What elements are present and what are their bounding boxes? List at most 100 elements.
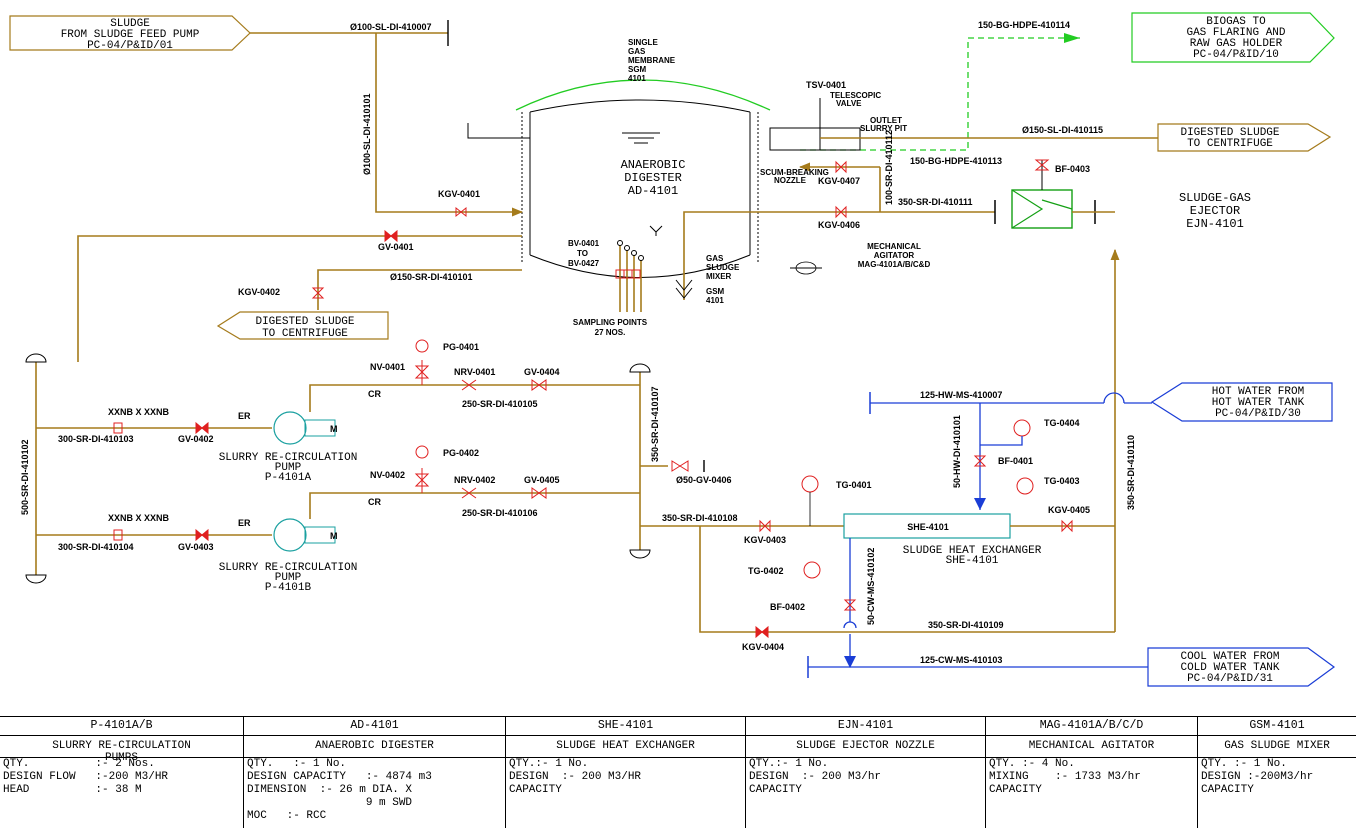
svg-text:SAMPLING POINTS: SAMPLING POINTS <box>573 318 648 327</box>
heat-exchanger-loop: 350-SR-DI-410108 KGV-0403 TG-0401 SHE-41… <box>640 248 1136 652</box>
discharge-header: 350-SR-DI-410107 Ø50-GV-0406 <box>629 363 732 559</box>
sludge-feed-line: Ø100-SL-DI-410007 Ø100-SL-DI-410101 KGV-… <box>250 20 524 218</box>
svg-text:ANAEROBIC: ANAEROBIC <box>621 158 686 172</box>
svg-text:KGV-0406: KGV-0406 <box>818 220 860 230</box>
svg-text:SGM: SGM <box>628 65 647 74</box>
svg-text:AGITATOR: AGITATOR <box>874 251 915 260</box>
anaerobic-digester: ANAEROBIC DIGESTER AD-4101 SINGLE GAS ME… <box>467 38 771 278</box>
svg-text:PUMP: PUMP <box>275 572 302 584</box>
table-tag: SHE-4101 <box>506 717 745 736</box>
svg-text:Ø50-GV-0406: Ø50-GV-0406 <box>676 475 732 485</box>
pump-a-line: XXNB X XXNB 300-SR-DI-410103 GV-0402 ER … <box>36 339 640 484</box>
svg-text:SLURRY PIT: SLURRY PIT <box>860 124 907 133</box>
svg-text:TO CENTRIFUGE: TO CENTRIFUGE <box>262 328 348 340</box>
svg-text:BV-0427: BV-0427 <box>568 259 600 268</box>
scum-nozzle-line: KGV-0407 SCUM-BREAKING NOZZLE 100-SR-DI-… <box>760 130 894 212</box>
svg-text:COLD WATER TANK: COLD WATER TANK <box>1180 662 1279 674</box>
table-row: DIMENSION :- 26 m DIA. X <box>247 784 413 796</box>
suction-header: 500-SR-DI-410102 <box>20 353 47 584</box>
svg-text:125-HW-MS-410007: 125-HW-MS-410007 <box>920 390 1002 400</box>
svg-text:50-CW-MS-410102: 50-CW-MS-410102 <box>866 548 876 625</box>
table-row: QTY. :- 2 Nos. <box>3 758 155 770</box>
svg-text:KGV-0403: KGV-0403 <box>744 535 786 545</box>
svg-text:HOT WATER TANK: HOT WATER TANK <box>1212 397 1305 409</box>
table-name: GAS SLUDGE MIXER <box>1198 736 1356 758</box>
svg-text:FROM SLUDGE FEED PUMP: FROM SLUDGE FEED PUMP <box>61 29 200 41</box>
connector-sludge-from-pump: SLUDGE FROM SLUDGE FEED PUMP PC-04/P&ID/… <box>9 15 251 52</box>
table-row: MOC :- RCC <box>247 810 327 822</box>
svg-text:NRV-0401: NRV-0401 <box>454 367 495 377</box>
svg-text:BIOGAS TO: BIOGAS TO <box>1206 16 1266 28</box>
table-tag: MAG-4101A/B/C/D <box>986 717 1197 736</box>
svg-text:MAG-4101A/B/C&D: MAG-4101A/B/C&D <box>858 260 931 269</box>
connector-cool-water: COOL WATER FROM COLD WATER TANK PC-04/P&… <box>1147 647 1336 687</box>
svg-text:PG-0401: PG-0401 <box>443 342 479 352</box>
svg-text:350-SR-DI-410109: 350-SR-DI-410109 <box>928 620 1004 630</box>
svg-text:SLURRY RE-CIRCULATION: SLURRY RE-CIRCULATION <box>219 452 358 464</box>
svg-text:SLUDGE: SLUDGE <box>706 263 740 272</box>
svg-text:50-HW-DI-410101: 50-HW-DI-410101 <box>952 415 962 488</box>
svg-text:MEMBRANE: MEMBRANE <box>628 56 676 65</box>
svg-text:TG-0402: TG-0402 <box>748 566 784 576</box>
svg-text:350-SR-DI-410110: 350-SR-DI-410110 <box>1126 435 1136 510</box>
table-name: MECHANICAL AGITATOR <box>986 736 1197 758</box>
svg-text:150-BG-HDPE-410113: 150-BG-HDPE-410113 <box>910 156 1002 166</box>
svg-text:NRV-0402: NRV-0402 <box>454 475 495 485</box>
svg-text:SHE-4101: SHE-4101 <box>946 555 999 567</box>
table-row: DESIGN :- 200 M3/hr <box>749 771 882 783</box>
table-row: QTY. :- 1 No. <box>1201 758 1287 770</box>
svg-text:350-SR-DI-410111: 350-SR-DI-410111 <box>898 197 973 207</box>
equipment-schedule-table: P-4101A/B SLURRY RE-CIRCULATION PUMPS QT… <box>0 716 1356 828</box>
svg-text:BV-0401: BV-0401 <box>568 239 600 248</box>
table-row: CAPACITY <box>989 784 1042 796</box>
svg-text:SHE-4101: SHE-4101 <box>907 522 949 532</box>
svg-text:KGV-0402: KGV-0402 <box>238 287 280 297</box>
svg-text:TG-0401: TG-0401 <box>836 480 872 490</box>
svg-text:BF-0401: BF-0401 <box>998 456 1033 466</box>
svg-text:KGV-0407: KGV-0407 <box>818 176 860 186</box>
table-tag: AD-4101 <box>244 717 505 736</box>
svg-text:250-SR-DI-410105: 250-SR-DI-410105 <box>462 399 538 409</box>
sludge-gas-ejector: KGV-0406 350-SR-DI-410111 BF-0403 SLUDGE… <box>720 159 1251 231</box>
svg-text:CR: CR <box>368 389 381 399</box>
svg-text:Ø150-SL-DI-410115: Ø150-SL-DI-410115 <box>1022 125 1103 135</box>
svg-text:M: M <box>330 531 338 541</box>
table-name: SLUDGE EJECTOR NOZZLE <box>746 736 985 758</box>
svg-text:PC-04/P&ID/01: PC-04/P&ID/01 <box>87 40 173 52</box>
pid-drawing: SLUDGE FROM SLUDGE FEED PUMP PC-04/P&ID/… <box>9 12 1336 687</box>
svg-text:TSV-0401: TSV-0401 <box>806 80 846 90</box>
table-name: ANAEROBIC DIGESTER <box>244 736 505 758</box>
table-col-heat-exchanger: SHE-4101 SLUDGE HEAT EXCHANGER QTY.:- 1 … <box>506 717 746 828</box>
table-col-mixer: GSM-4101 GAS SLUDGE MIXER QTY. :- 1 No. … <box>1198 717 1356 828</box>
svg-text:BF-0402: BF-0402 <box>770 602 805 612</box>
table-row: DESIGN :-200M3/hr <box>1201 771 1314 783</box>
svg-text:100-SR-DI-410112: 100-SR-DI-410112 <box>884 130 894 205</box>
svg-text:GAS: GAS <box>706 254 724 263</box>
svg-text:Ø100-SL-DI-410101: Ø100-SL-DI-410101 <box>362 93 372 175</box>
svg-text:HOT WATER FROM: HOT WATER FROM <box>1212 386 1304 398</box>
svg-text:PG-0402: PG-0402 <box>443 448 479 458</box>
table-col-ejector: EJN-4101 SLUDGE EJECTOR NOZZLE QTY.:- 1 … <box>746 717 986 828</box>
table-name: SLURRY RE-CIRCULATION PUMPS <box>0 736 243 764</box>
svg-text:GAS FLARING AND: GAS FLARING AND <box>1186 27 1285 39</box>
table-row: QTY.:- 1 No. <box>749 758 829 770</box>
svg-text:P-4101A: P-4101A <box>265 472 312 484</box>
sampling-points: BV-0401 TO BV-0427 SAMPLING POINTS 27 NO… <box>568 239 648 337</box>
svg-text:PC-04/P&ID/31: PC-04/P&ID/31 <box>1187 673 1273 685</box>
svg-text:TG-0404: TG-0404 <box>1044 418 1080 428</box>
svg-text:GV-0403: GV-0403 <box>178 542 214 552</box>
svg-text:NV-0401: NV-0401 <box>370 362 405 372</box>
svg-text:ER: ER <box>238 411 251 421</box>
svg-text:350-SR-DI-410107: 350-SR-DI-410107 <box>650 386 660 462</box>
svg-text:XXNB X XXNB: XXNB X XXNB <box>108 513 170 523</box>
svg-text:OUTLET: OUTLET <box>870 116 902 125</box>
svg-text:COOL WATER FROM: COOL WATER FROM <box>1180 651 1279 663</box>
table-tag: EJN-4101 <box>746 717 985 736</box>
gas-sludge-mixer: GAS SLUDGE MIXER GSM 4101 <box>675 211 740 305</box>
hot-water-line: 125-HW-MS-410007 BF-0401 TG-0404 50-HW-D… <box>869 390 1152 510</box>
svg-text:ER: ER <box>238 518 251 528</box>
table-row: CAPACITY <box>749 784 802 796</box>
table-row: DESIGN CAPACITY :- 4874 m3 <box>247 771 432 783</box>
biogas-line: 150-BG-HDPE-410114 150-BG-HDPE-410113 <box>800 20 1080 166</box>
svg-text:125-CW-MS-410103: 125-CW-MS-410103 <box>920 655 1002 665</box>
